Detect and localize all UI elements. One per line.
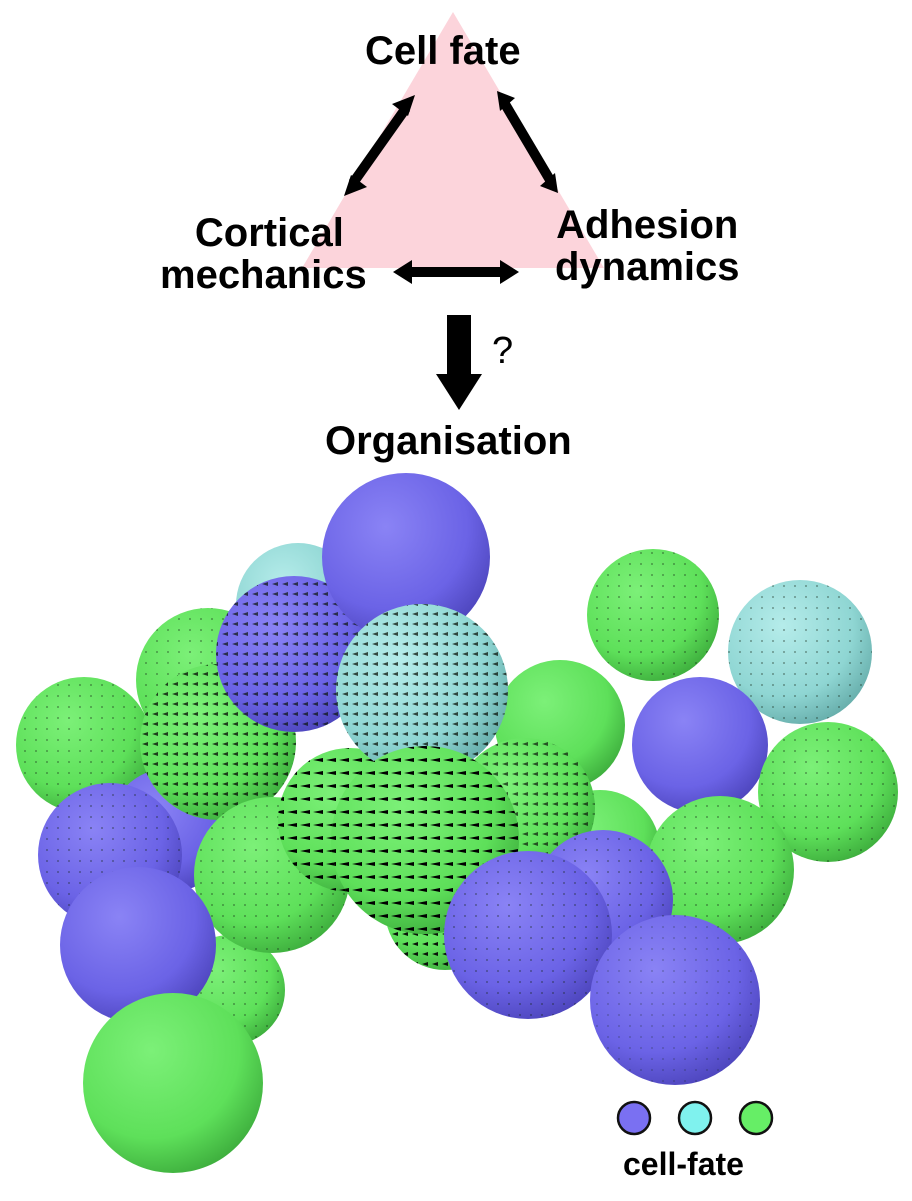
cell — [83, 993, 263, 1173]
cell — [216, 576, 372, 732]
cell — [646, 796, 794, 944]
cell — [758, 722, 898, 862]
cell — [587, 549, 719, 681]
cell — [632, 677, 768, 813]
arrow-cellfate-adhesion — [497, 91, 558, 193]
legend-swatch-green — [738, 1100, 774, 1136]
relationship-triangle — [302, 12, 604, 268]
node-organisation: Organisation — [325, 419, 572, 463]
node-cell-fate: Cell fate — [365, 29, 521, 73]
node-cortical-line2: mechanics — [160, 253, 367, 297]
node-adhesion-line1: Adhesion — [556, 203, 739, 247]
arrow-to-organisation — [436, 315, 482, 410]
cell — [444, 851, 612, 1019]
arrow-cortical-adhesion — [393, 260, 519, 284]
legend-swatch-cyan — [677, 1100, 713, 1136]
cell — [322, 473, 490, 641]
cell — [60, 867, 216, 1023]
cell — [336, 604, 508, 776]
node-adhesion-line2: dynamics — [555, 245, 740, 289]
cell — [728, 580, 872, 724]
cell — [590, 915, 760, 1085]
cell-fate-legend — [616, 1100, 774, 1136]
uncertainty-mark: ? — [492, 330, 514, 372]
cell — [16, 677, 152, 813]
arrow-cellfate-cortical — [344, 95, 415, 196]
node-cortical-mechanics: Cortical mechanics — [160, 212, 367, 296]
node-adhesion-dynamics: Adhesion dynamics — [555, 204, 740, 288]
node-cortical-line1: Cortical — [194, 211, 344, 255]
legend-swatch-purple — [616, 1100, 652, 1136]
legend-label: cell-fate — [623, 1146, 744, 1182]
cell-cluster — [16, 473, 898, 1173]
